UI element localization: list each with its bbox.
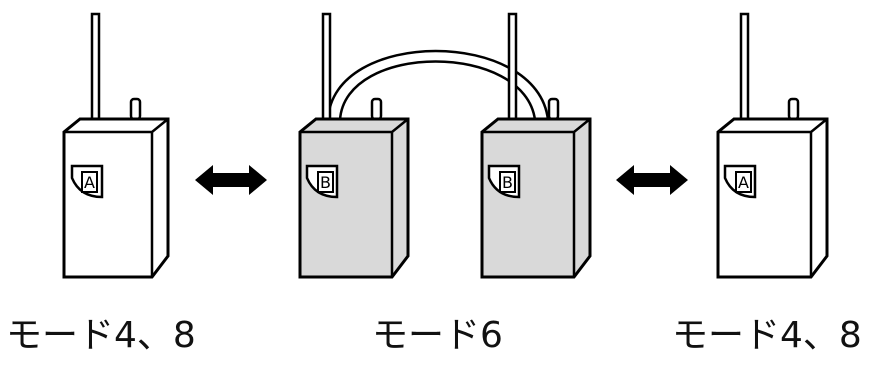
device-letter: A [84,173,95,192]
device-mid-b2: B [480,12,592,279]
double-arrow-icon [195,165,267,195]
cable-arc-icon [326,49,550,121]
device-letter: B [320,173,331,192]
device-right-a: A [716,12,829,279]
double-arrow-icon [616,165,688,195]
device-left-a: A [62,12,170,279]
mode-label-left: モード4、8 [6,315,196,356]
device-letter: B [502,173,513,192]
device-letter: A [738,173,749,192]
mode-label-middle: モード6 [372,315,503,356]
mode-label-right: モード4、8 [672,315,862,356]
device-mid-b1: B [298,12,410,279]
